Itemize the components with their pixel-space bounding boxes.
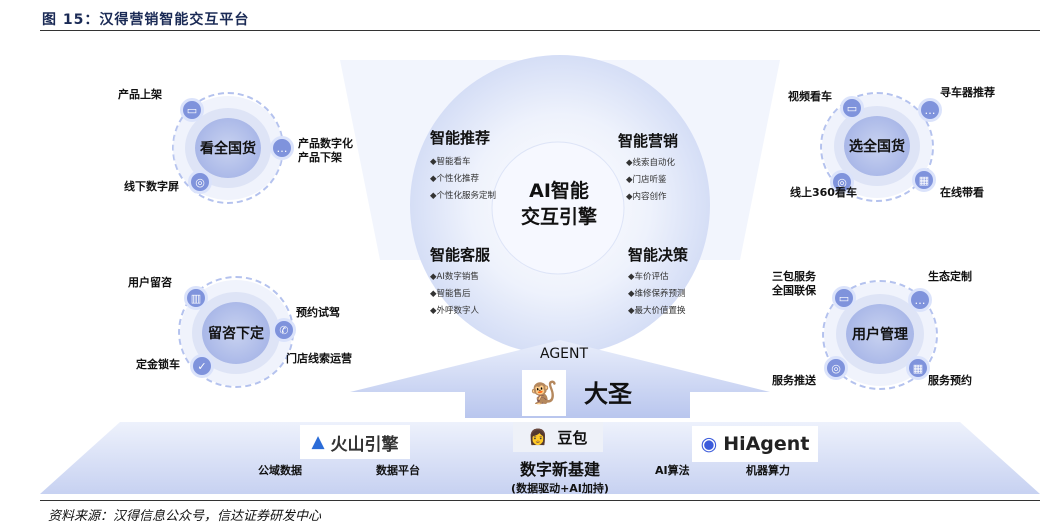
quadrant-item: ◆个性化推荐 — [430, 174, 480, 184]
cluster-item: 预约试驾 — [296, 306, 340, 319]
building-icon: ▥ — [184, 286, 208, 310]
grid-icon: ▦ — [906, 356, 930, 380]
quadrant-decision: 智能决策 ◆车价评估 ◆维修保养预测 ◆最大价值置换 — [628, 244, 688, 320]
hub-tl: 看全国货 — [195, 118, 261, 178]
cluster-item: 线上360看车 — [790, 186, 857, 199]
robot-icon: ◉ — [700, 433, 718, 455]
base-title-block: 数字新基建 (数据驱动+AI加持) — [490, 456, 630, 496]
engine-title: AI智能 交互引擎 — [500, 178, 618, 230]
search-icon: ◎ — [188, 170, 212, 194]
cluster-item: 线下数字屏 — [124, 180, 179, 193]
quadrant-recommend: 智能推荐 ◆智能看车 ◆个性化推荐 ◆个性化服务定制 — [430, 127, 496, 205]
chat-icon: … — [270, 136, 294, 160]
agent-label: AGENT — [540, 346, 589, 362]
quadrant-head: 智能营销 — [618, 132, 679, 150]
engine-title-line1: AI智能 — [529, 180, 589, 202]
cluster-item: 产品上架 — [118, 88, 162, 101]
search-icon: ◎ — [824, 356, 848, 380]
quadrant-item: ◆线索自动化 — [626, 158, 676, 168]
cluster-item: 生态定制 — [928, 270, 972, 283]
quadrant-item: ◆AI数字销售 — [430, 272, 479, 282]
cluster-item: 寻车器推荐 — [940, 86, 995, 99]
quadrant-item: ◆外呼数字人 — [430, 306, 480, 316]
screen-icon: ▭ — [180, 98, 204, 122]
grid-icon: ▦ — [912, 168, 936, 192]
cluster-item: 门店线索运营 — [286, 352, 352, 365]
hub-bl: 留咨下定 — [202, 302, 270, 364]
quadrant-item: ◆最大价值置换 — [628, 306, 686, 316]
cluster-item: 产品下架 — [298, 151, 342, 164]
base-subtitle: (数据驱动+AI加持) — [511, 482, 609, 495]
hiagent-logo: ◉HiAgent — [692, 426, 818, 462]
screen-icon: ▭ — [832, 286, 856, 310]
base-item: 公域数据 — [258, 464, 302, 477]
cluster-item: 全国联保 — [772, 284, 816, 297]
quadrant-item: ◆个性化服务定制 — [430, 191, 497, 201]
quadrant-item: ◆车价评估 — [628, 272, 669, 282]
screen-icon: ▭ — [840, 96, 864, 120]
quadrant-service: 智能客服 ◆AI数字销售 ◆智能售后 ◆外呼数字人 — [430, 244, 490, 320]
quadrant-head: 智能推荐 — [430, 129, 491, 147]
volcengine-logo: ▲火山引擎 — [300, 425, 410, 459]
base-item: 数据平台 — [376, 464, 420, 477]
cluster-item: 在线带看 — [940, 186, 984, 199]
base-item: 机器算力 — [746, 464, 790, 477]
cluster-item: 用户留咨 — [128, 276, 172, 289]
hub-br: 用户管理 — [846, 304, 914, 364]
engine-title-line2: 交互引擎 — [520, 206, 597, 228]
quadrant-item: ◆智能售后 — [430, 289, 471, 299]
cluster-item: 产品数字化 — [298, 137, 353, 150]
doubao-logo: 👩 豆包 — [513, 422, 603, 452]
check-icon: ✓ — [190, 354, 214, 378]
phone-icon: ✆ — [272, 318, 296, 342]
quadrant-head: 智能客服 — [430, 246, 491, 264]
avatar-icon: 👩 — [528, 428, 548, 446]
search-icon: ◎ — [830, 170, 854, 194]
cluster-item: 服务预约 — [928, 374, 972, 387]
chat-icon: … — [918, 98, 942, 122]
dasheng-logo: 大圣 — [584, 379, 632, 408]
quadrant-head: 智能决策 — [628, 246, 689, 264]
chat-icon: … — [908, 288, 932, 312]
monkey-mascot-icon: 🐒 — [522, 370, 566, 416]
hub-tr: 选全国货 — [844, 116, 910, 176]
cluster-item: 服务推送 — [772, 374, 816, 387]
base-title: 数字新基建 — [519, 460, 600, 479]
mountain-icon: ▲ — [311, 432, 325, 452]
divider — [40, 500, 1040, 501]
inner-circle — [491, 141, 625, 275]
quadrant-item: ◆智能看车 — [430, 157, 471, 167]
cluster-ring — [820, 92, 934, 202]
quadrant-marketing: 智能营销 ◆线索自动化 ◆门店听鉴 ◆内容创作 — [618, 130, 678, 206]
cluster-item: 三包服务 — [772, 270, 816, 283]
source-note: 资料来源：汉得信息公众号，信达证券研发中心 — [48, 509, 322, 524]
cluster-item: 定金锁车 — [136, 358, 180, 371]
cluster-item: 视频看车 — [788, 90, 832, 103]
quadrant-item: ◆内容创作 — [626, 192, 667, 202]
figure-title: 图 15：汉得营销智能交互平台 — [42, 12, 250, 28]
logo-text: HiAgent — [723, 433, 810, 455]
divider — [40, 30, 1040, 31]
logo-text: 火山引擎 — [330, 434, 399, 455]
cluster-ring — [822, 280, 938, 390]
logo-text: 豆包 — [557, 428, 588, 447]
quadrant-item: ◆门店听鉴 — [626, 175, 667, 185]
quadrant-item: ◆维修保养预测 — [628, 289, 686, 299]
base-item: AI算法 — [655, 464, 690, 477]
